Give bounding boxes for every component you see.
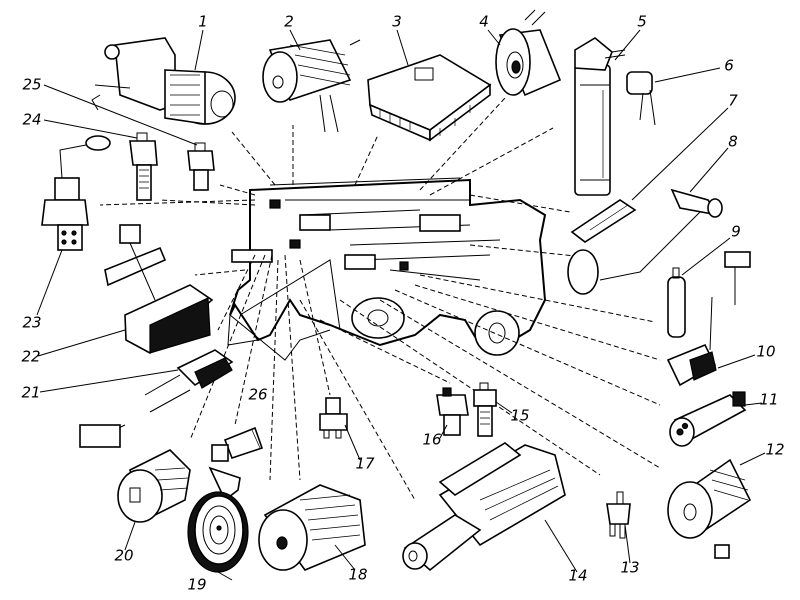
part-26-reverse-switch xyxy=(211,426,264,462)
part-10-relay-box xyxy=(666,251,751,387)
part-5-cylinder xyxy=(574,37,626,196)
part-21-resistor xyxy=(79,349,234,448)
callout-14: 14 xyxy=(568,566,588,585)
callout-10: 10 xyxy=(756,342,776,361)
callout-7: 7 xyxy=(728,91,738,110)
part-4-coil-pulley xyxy=(495,9,562,97)
callout-15: 15 xyxy=(510,406,530,425)
part-2-electric-motor xyxy=(262,39,361,133)
part-20-heater-motor xyxy=(117,449,191,523)
callout-25: 25 xyxy=(22,75,42,94)
callout-1: 1 xyxy=(198,12,208,31)
part-14-starter-motor xyxy=(402,442,566,572)
part-1-wiper-motor xyxy=(91,37,236,125)
vehicle-body xyxy=(227,177,547,361)
callout-19: 19 xyxy=(187,575,207,594)
part-23-oil-pressure-switch xyxy=(41,135,111,251)
callout-9: 9 xyxy=(731,222,741,241)
part-24-temperature-sender xyxy=(129,132,158,201)
part-7-fuse-cylinder xyxy=(570,199,637,243)
callout-2: 2 xyxy=(284,12,294,31)
leader-lines xyxy=(36,29,766,581)
callout-5: 5 xyxy=(637,12,647,31)
callout-21: 21 xyxy=(21,383,41,402)
callout-22: 22 xyxy=(21,347,41,366)
part-6-solenoid xyxy=(626,71,656,126)
part-25-pressure-sender xyxy=(187,142,215,191)
callout-17: 17 xyxy=(355,454,375,473)
callout-16: 16 xyxy=(422,430,442,449)
part-3-relay-control-unit xyxy=(367,54,492,142)
callout-20: 20 xyxy=(114,546,134,565)
callout-13: 13 xyxy=(620,558,640,577)
pointer-arrows xyxy=(99,97,661,501)
part-9-capacitor xyxy=(667,267,686,338)
part-11-plug-connector xyxy=(669,391,747,447)
callout-12: 12 xyxy=(765,440,785,459)
callout-6: 6 xyxy=(724,56,734,75)
callout-11: 11 xyxy=(759,390,779,409)
part-15-temperature-sensor xyxy=(473,382,497,437)
part-19-horn xyxy=(187,466,249,573)
callout-23: 23 xyxy=(22,313,42,332)
callout-3: 3 xyxy=(392,12,402,31)
callout-24: 24 xyxy=(22,110,42,129)
part-8-level-sensor xyxy=(567,188,723,295)
part-13-switch xyxy=(606,491,631,539)
part-18-generator xyxy=(258,484,366,571)
callout-26: 26 xyxy=(248,385,268,404)
callout-8: 8 xyxy=(728,132,738,151)
part-17-brake-switch xyxy=(319,397,348,439)
callout-18: 18 xyxy=(348,565,368,584)
part-22-voltage-regulator xyxy=(104,224,214,354)
part-16-pressure-sensor xyxy=(436,387,469,436)
part-12-washer-motor xyxy=(667,458,752,559)
callout-4: 4 xyxy=(479,12,489,31)
